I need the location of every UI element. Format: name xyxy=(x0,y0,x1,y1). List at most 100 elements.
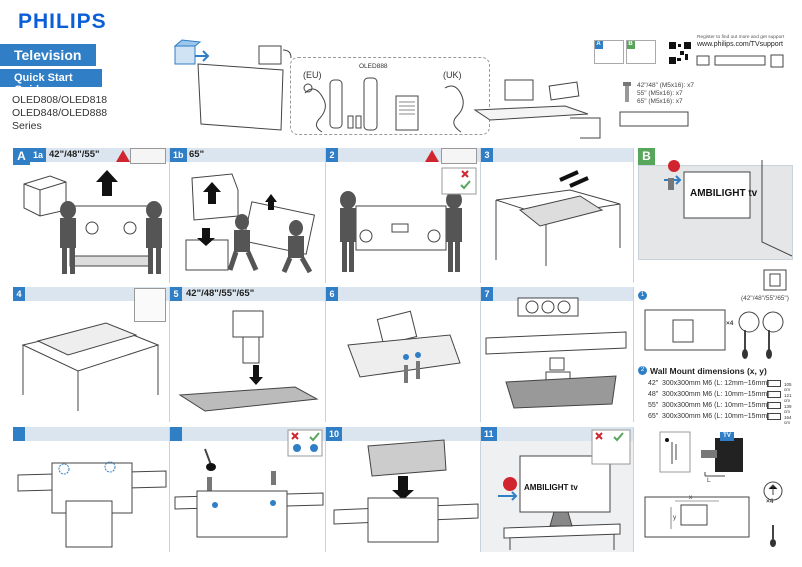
step-number xyxy=(170,427,182,441)
tv-panel-illustration xyxy=(197,63,284,131)
stand-parts-illustration xyxy=(473,79,601,139)
eu-label: (EU) xyxy=(303,70,322,80)
distance-icon xyxy=(767,413,781,420)
step-number: 5 xyxy=(170,287,182,301)
header-tab-a: A xyxy=(594,40,603,49)
accessories-box xyxy=(290,57,490,135)
model-list: OLED808/OLED818 OLED848/OLED888 Series xyxy=(12,94,107,133)
dim-l-label: L xyxy=(707,477,711,484)
stand-assembled-illustration xyxy=(485,297,627,409)
step-number: 4 xyxy=(13,287,25,301)
dim-x-label: x xyxy=(689,494,693,501)
size-label: 42" xyxy=(648,380,659,387)
distance-icon xyxy=(767,380,781,387)
spec-label: 300x300mm M6 (L: 10mm~15mm) xyxy=(662,402,770,409)
step-number: 6 xyxy=(326,287,338,301)
wall-mount-table: 42" 300x300mm M6 (L: 12mm~16mm) 105 cm 4… xyxy=(648,380,798,425)
two-person-icon xyxy=(130,148,166,164)
step-number: 1a xyxy=(30,148,47,162)
wall-mount-row: 42" 300x300mm M6 (L: 12mm~16mm) 105 cm xyxy=(648,380,798,392)
two-person-icon xyxy=(441,148,477,164)
size-label: 48" xyxy=(648,391,659,398)
remote-label: OLED888 xyxy=(359,63,388,70)
model-line: OLED808/OLED818 xyxy=(12,94,108,106)
panel-3: 3 xyxy=(481,148,634,283)
screw-spec: 42"/48" (M5x16): x7 55" (M5x16): x7 65" … xyxy=(637,82,694,106)
correct-incorrect-placement-icon xyxy=(591,429,631,465)
size-tag: 42"/48"/55" xyxy=(49,149,100,160)
step-number xyxy=(13,427,25,441)
wall-tv-illustration xyxy=(664,160,793,257)
wall-mount-title: Wall Mount dimensions (x, y) xyxy=(650,366,767,376)
carry-tv-illustration xyxy=(340,191,462,272)
step-number: 10 xyxy=(326,427,343,441)
wall-bracket-side-illustration xyxy=(701,438,743,477)
tv-bottom-illustration xyxy=(619,111,689,127)
distance-icon xyxy=(767,391,781,398)
panel-8 xyxy=(13,427,170,552)
panel-1b: 1b 65" xyxy=(170,148,326,283)
panel-6: 6 xyxy=(326,287,481,422)
distance-icon xyxy=(767,402,781,409)
model-line: OLED848/OLED888 xyxy=(12,107,108,119)
wall-mount-row: 65" 300x300mm M6 (L: 10mm~15mm) 164 cm xyxy=(648,413,798,425)
level-icon xyxy=(659,431,691,473)
support-url[interactable]: www.philips.com/TVsupport xyxy=(697,41,783,48)
qr-code-icon xyxy=(668,41,692,65)
spec-label: 300x300mm M6 (L: 10mm~15mm) xyxy=(662,391,770,398)
place-tv-on-table-illustration xyxy=(495,170,621,266)
no-scratch-icon xyxy=(134,288,166,322)
lift-tv-65-illustration xyxy=(185,173,316,274)
tv-face-down-illustration xyxy=(21,322,160,411)
tv-badge: TV xyxy=(720,432,734,441)
uk-label: (UK) xyxy=(443,70,462,80)
wall-bracket-back-illustration xyxy=(644,309,784,359)
step-number: 1b xyxy=(170,148,187,162)
panel-10: 10 xyxy=(326,427,481,552)
philips-logo: PHILIPS xyxy=(18,10,107,33)
spec-label: 300x300mm M6 (L: 10mm~15mm) xyxy=(662,413,770,420)
wall-mount-row: 48" 300x300mm M6 (L: 10mm~15mm) 121 cm xyxy=(648,391,798,403)
attach-bracket-illustration xyxy=(178,310,319,412)
thumb-stand xyxy=(594,40,624,64)
bracket-detail-illustration xyxy=(17,461,167,548)
dim-y-label: y xyxy=(673,514,677,521)
size-label: 65" xyxy=(648,413,659,420)
lift-tv-out-of-box-illustration xyxy=(23,170,162,274)
section-b-tab: B xyxy=(638,148,655,165)
product-title: Television xyxy=(0,44,96,66)
register-text: Register to find out more and get suppor… xyxy=(697,35,785,40)
panel-5: 5 42"/48"/55"/65" xyxy=(170,287,326,422)
distance-value: 139 cm xyxy=(784,404,792,414)
size-label: 55" xyxy=(637,90,647,97)
correct-incorrect-handling-icon xyxy=(441,167,477,195)
correct-incorrect-icon xyxy=(287,429,323,457)
section-a-tab: A xyxy=(13,148,30,165)
distance-value: 164 cm xyxy=(784,415,792,425)
documents-icon xyxy=(258,45,292,65)
wall-step-1: 1 xyxy=(638,291,647,300)
screw-count: ×4 xyxy=(726,320,734,327)
model-line: Series xyxy=(12,120,42,132)
screw-stand-illustration xyxy=(347,310,461,383)
ambilight-logo-small: AMBILIGHT tv xyxy=(524,483,578,492)
warning-icon xyxy=(116,150,130,162)
wall-step-2: 2 xyxy=(638,366,647,375)
size-label: 55" xyxy=(648,402,659,409)
cables-and-remote-illustration xyxy=(303,77,464,133)
spec-label: 300x300mm M6 (L: 12mm~16mm) xyxy=(662,380,770,387)
screw-count: ×4 xyxy=(766,498,774,505)
tv-on-stand-illustration xyxy=(498,455,621,550)
stand-attach-illustration xyxy=(333,439,479,543)
wall-dimensions-illustration xyxy=(644,481,783,547)
screw-icon xyxy=(623,82,631,102)
guide-subtitle: Quick Start Guide xyxy=(0,69,102,96)
size-tag: 42"/48"/55"/65" xyxy=(186,288,255,299)
spec-label: (M5x16): x7 xyxy=(648,98,683,105)
wall-sizes-label: (42"/48"/55"/65") xyxy=(741,295,789,302)
box-open-icon xyxy=(173,39,210,65)
size-label: 42"/48" xyxy=(637,82,658,89)
distance-value: 105 cm xyxy=(784,382,792,392)
search-bar-illustration xyxy=(696,54,784,68)
step-number: 3 xyxy=(481,148,493,162)
